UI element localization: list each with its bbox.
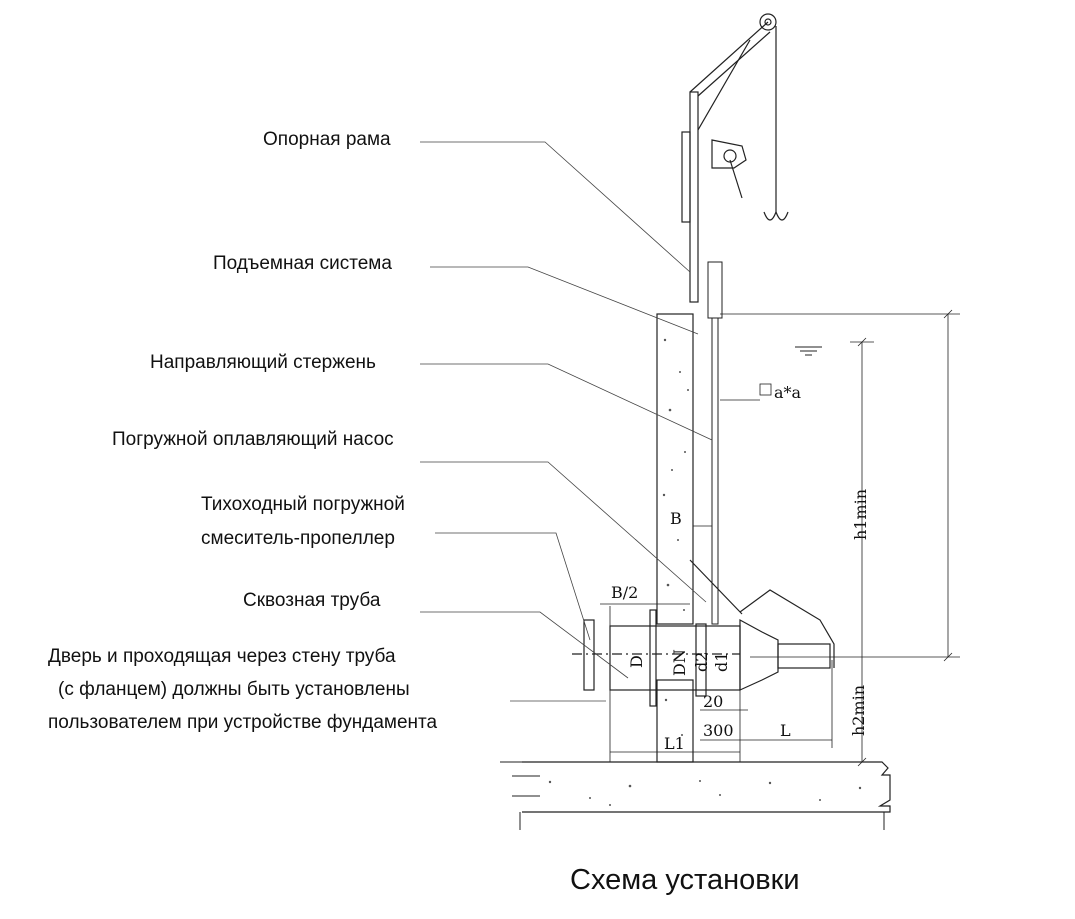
- dim-l: L: [780, 721, 791, 740]
- dim-h1min: h1min: [851, 489, 870, 540]
- label-lifting-system: Подъемная система: [213, 253, 392, 274]
- water-level-marker: [795, 346, 822, 356]
- dim-d: D: [627, 655, 646, 668]
- dim-b: B: [670, 509, 682, 528]
- dimension-texts: a*a B B/2 D DN d2 d1 20 300 L L1 h1min h…: [611, 383, 870, 753]
- dim-a-a: a*a: [774, 383, 802, 402]
- label-note-line2: (с фланцем) должны быть установлены: [58, 679, 410, 700]
- label-note-line3: пользователем при устройстве фундамента: [48, 712, 438, 733]
- floor-slab: [500, 761, 891, 830]
- diagram-caption: Схема установки: [570, 864, 800, 896]
- label-guide-rod: Направляющий стержень: [150, 352, 376, 373]
- dim-d1: d1: [712, 652, 731, 672]
- leader-lines: [420, 141, 713, 702]
- label-note-line1: Дверь и проходящая через стену труба: [48, 646, 396, 667]
- dim-l1: L1: [664, 734, 685, 753]
- dim-20: 20: [703, 692, 723, 711]
- label-through-pipe: Сквозная труба: [243, 590, 381, 611]
- support-frame-crane: [681, 13, 789, 303]
- dimension-lines: [600, 309, 960, 767]
- guide-rod: [707, 261, 723, 625]
- dim-b-half: B/2: [611, 583, 638, 602]
- dim-h2min: h2min: [849, 685, 868, 736]
- label-support-frame: Опорная рама: [263, 129, 391, 150]
- label-mixer-line2: смеситель-пропеллер: [201, 528, 395, 549]
- label-mixer-line1: Тихоходный погружной: [201, 494, 405, 515]
- dim-d2: d2: [692, 652, 711, 672]
- concrete-wall: [656, 313, 694, 763]
- label-submersible-pump: Погружной оплавляющий насос: [112, 429, 394, 450]
- dim-300: 300: [703, 721, 734, 740]
- dim-dn: DN: [670, 649, 689, 676]
